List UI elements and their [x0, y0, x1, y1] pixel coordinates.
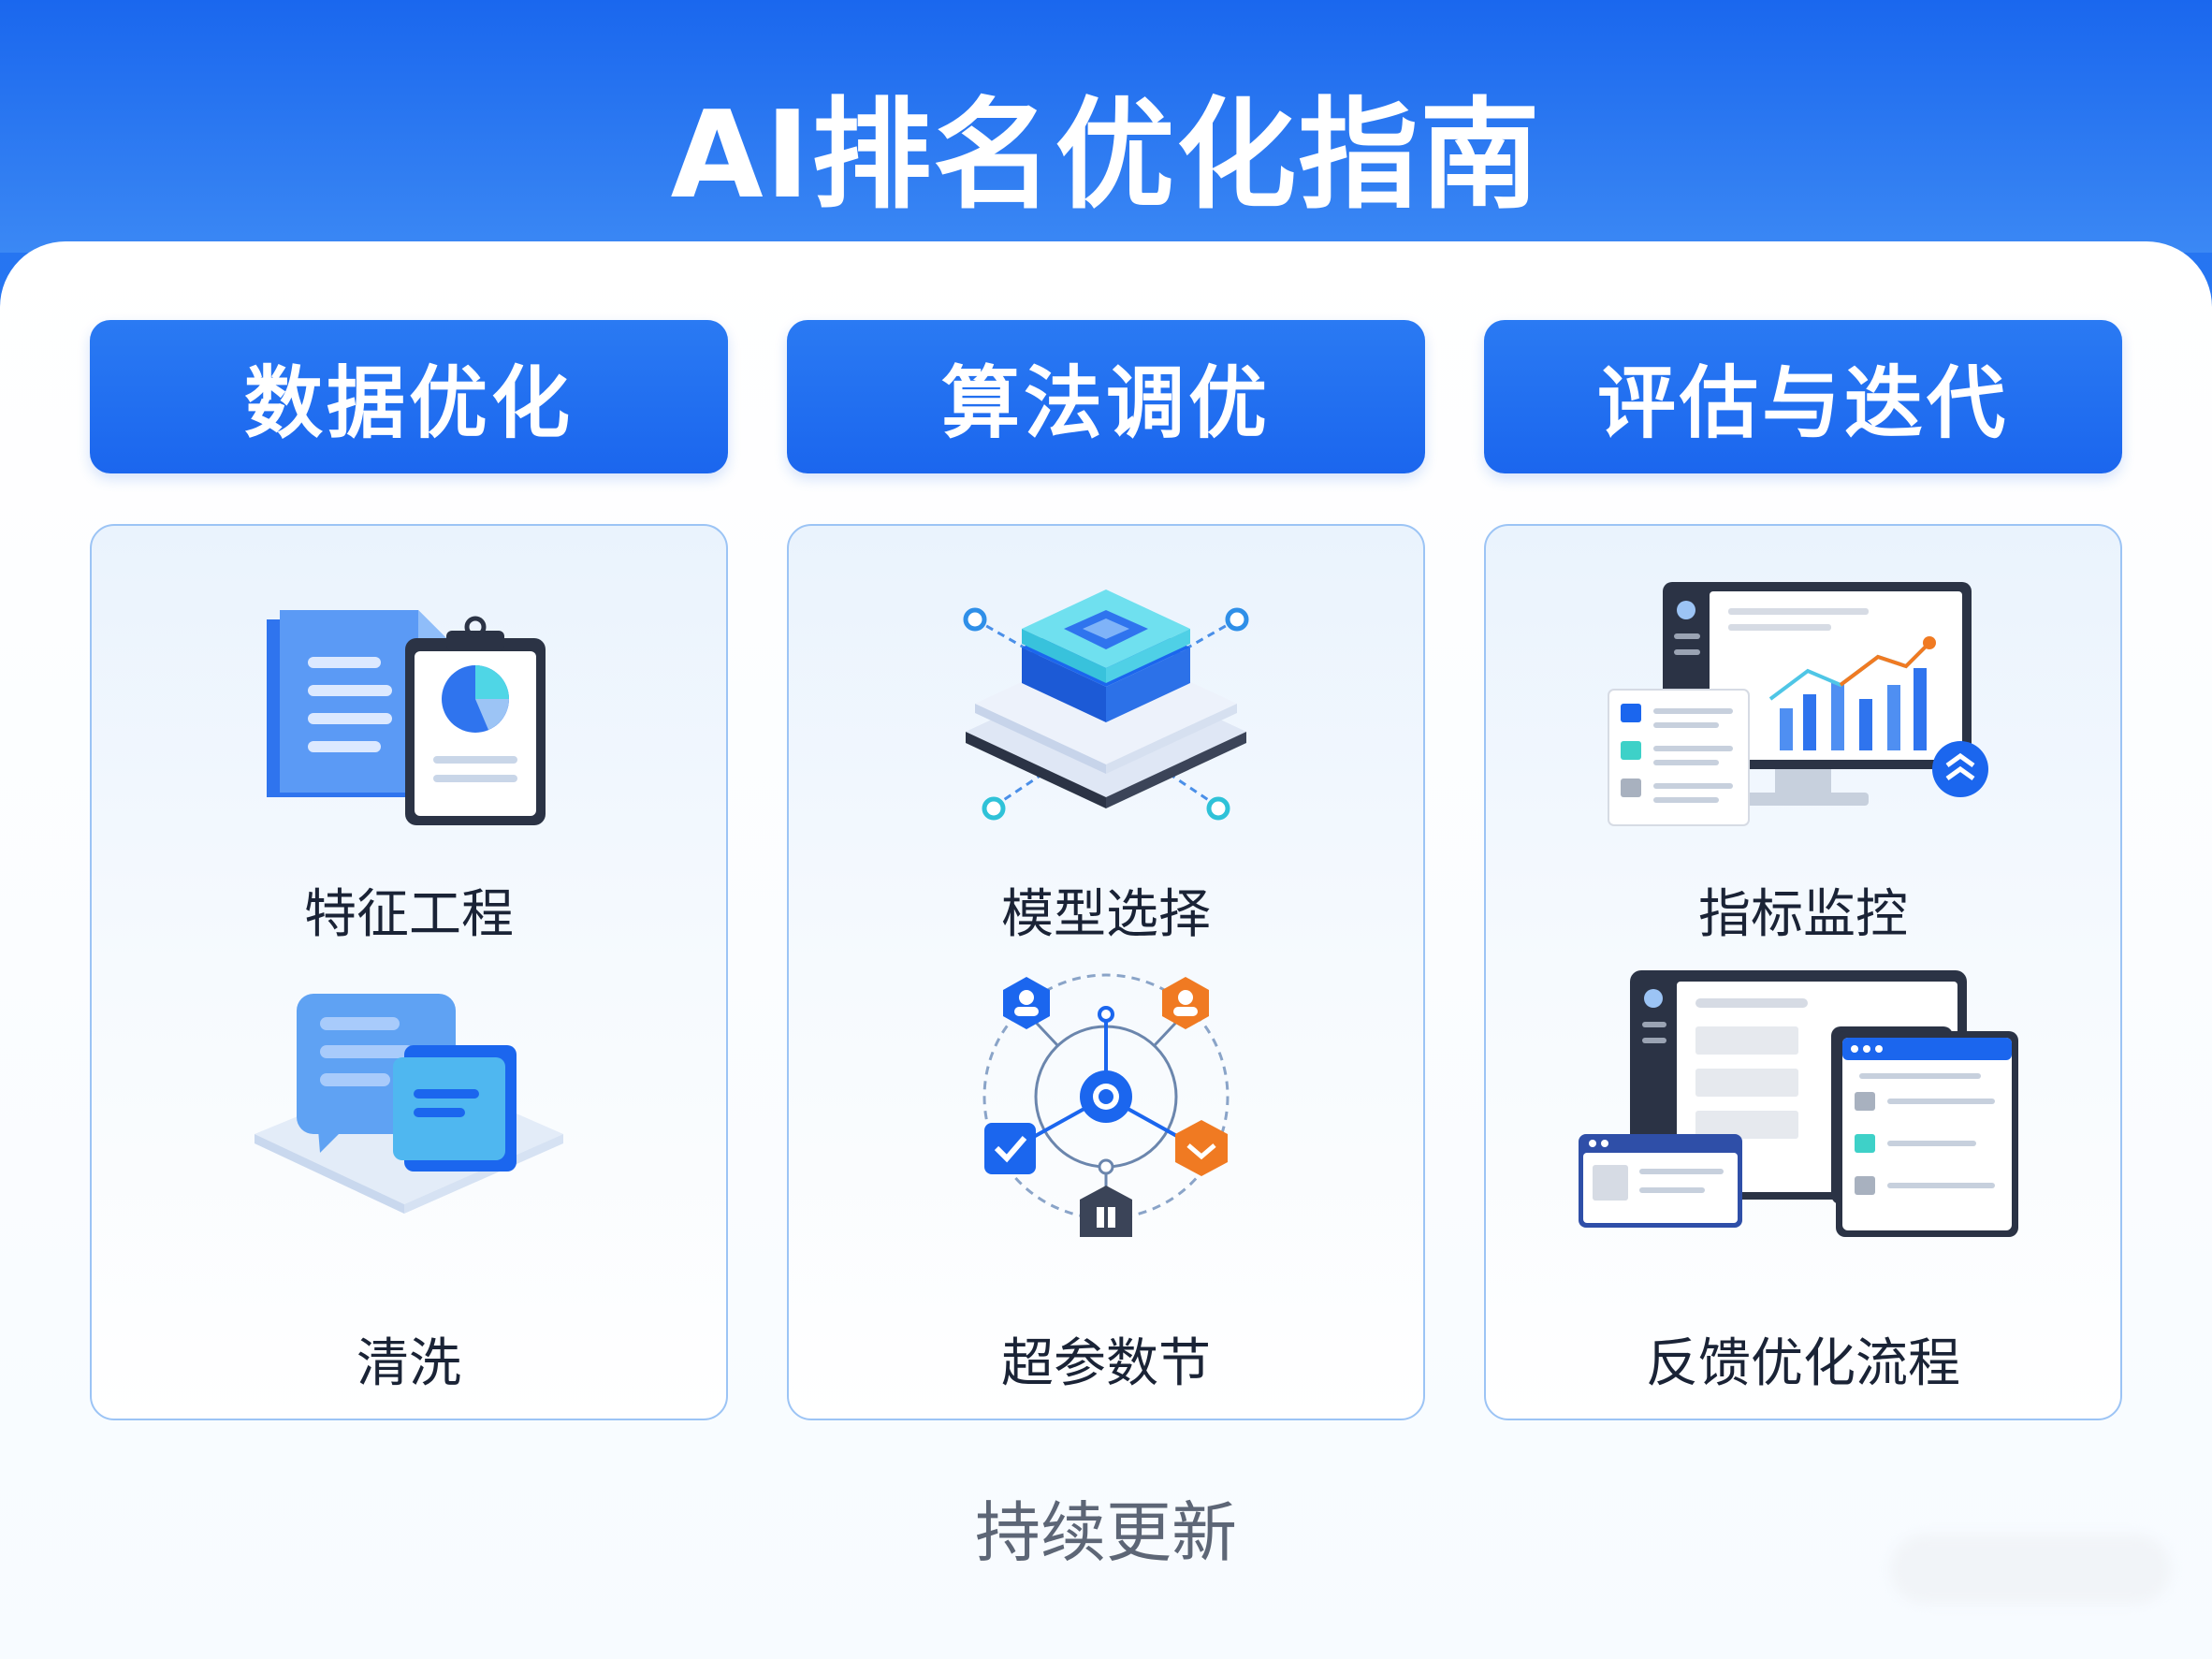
- layer-stack-icon: [963, 589, 1249, 821]
- multi-window-icon: [1579, 970, 2018, 1237]
- document-clipboard-icon: [267, 610, 546, 825]
- chat-card-icon: [255, 994, 563, 1214]
- panel-algorithm-tuning: 模型选择: [787, 524, 1425, 1420]
- item-label: 反馈优化流程: [1646, 1333, 1960, 1394]
- blurred-watermark: [1890, 1535, 2171, 1604]
- network-hub-icon: [982, 973, 1230, 1237]
- column-header-evaluation: 评估与迭代: [1484, 320, 2122, 473]
- header-banner: AI排名优化指南: [0, 0, 2212, 253]
- item-label: 特征工程: [304, 884, 514, 945]
- column-header-algorithm: 算法调优: [787, 320, 1425, 473]
- item-label: 超参数节: [1001, 1333, 1211, 1394]
- column-header-data: 数据优化: [90, 320, 728, 473]
- footer-text: 持续更新: [975, 1494, 1237, 1571]
- page-title: AI排名优化指南: [670, 86, 1542, 226]
- panel-evaluation-iteration: 指标监控: [1484, 524, 2122, 1420]
- item-label: 模型选择: [1001, 884, 1211, 945]
- panel-data-optimization: 特征工程 清洗: [90, 524, 728, 1420]
- item-label: 指标监控: [1698, 884, 1908, 945]
- item-label: 清洗: [357, 1333, 461, 1394]
- monitor-chart-icon: [1608, 582, 1988, 826]
